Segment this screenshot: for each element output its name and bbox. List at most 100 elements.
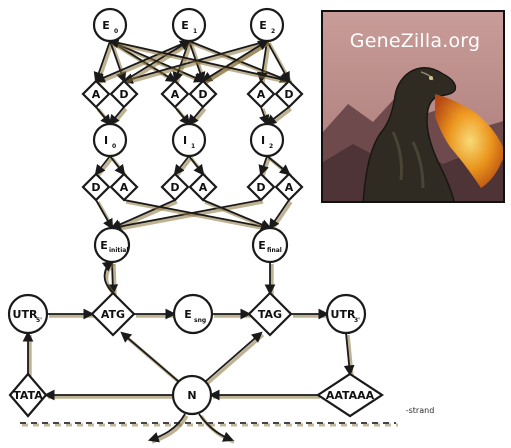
node-tata: TATA [8,372,48,418]
node-utr3: UTR 3' [325,293,367,335]
node-utr5: UTR 5' [7,293,49,335]
edge-arrow [202,39,269,82]
edge-arrow [205,331,263,382]
edge-arrow [109,155,126,176]
node-atg: ATG [90,291,136,337]
edge-arrow [120,331,179,382]
svg-text:D: D [284,88,293,101]
edge-arrow [95,106,112,126]
edge-shadow [175,156,193,178]
node-a-top-3: A [246,79,276,109]
edge-arrow [94,40,190,83]
svg-text:3': 3' [354,317,360,324]
genezilla-logo[interactable]: GeneZilla.org [321,10,505,203]
node-e2: E 2 [249,7,285,43]
svg-text:UTR: UTR [13,308,38,321]
edge-shadow [113,200,264,232]
edge-arrow [110,199,176,230]
edge-shadow [270,201,293,231]
node-tag: TAG [247,291,293,337]
svg-text:AATAAA: AATAAA [326,389,375,402]
svg-text:D: D [170,181,179,194]
edge-arrow [188,155,205,176]
edge-arrow [266,40,291,83]
node-a-top-1: A [81,79,111,109]
node-e-final: E final [251,226,289,264]
svg-text:0: 0 [114,28,118,35]
edge-arrow [108,106,125,126]
svg-text:E: E [259,19,267,32]
edge-shadow [267,107,293,128]
svg-text:A: A [199,181,208,194]
svg-text:1: 1 [193,28,197,35]
svg-text:final: final [267,247,282,254]
node-a-bottom-3: A [274,172,304,202]
svg-text:A: A [120,181,129,194]
svg-text:ATG: ATG [101,308,125,321]
node-d-bottom-3: D [246,172,276,202]
logo-title: GeneZilla.org [349,30,481,52]
edge-arrow [101,260,114,294]
edge-arrow [198,413,235,442]
edge-shadow [206,333,265,385]
svg-text:0: 0 [112,143,116,150]
node-e1: E 1 [171,7,207,43]
svg-text:I: I [104,134,108,147]
node-i1: I 1 [171,122,207,158]
node-d-top-3: D [274,79,304,109]
svg-text:I: I [183,134,187,147]
svg-text:D: D [256,181,265,194]
svg-text:TATA: TATA [13,389,43,402]
svg-text:A: A [171,88,180,101]
svg-text:sng: sng [194,317,206,324]
edge-shadow [96,156,114,178]
svg-text:E: E [258,239,266,252]
edge-arrow [94,155,111,176]
edge-shadow [111,41,292,85]
svg-text:A: A [257,88,266,101]
node-d-bottom-2: D [160,172,190,202]
strand-label: -strand [405,406,435,415]
edge-arrow [147,413,186,443]
node-i0: I 0 [92,122,128,158]
edge-arrow [173,155,190,176]
node-a-bottom-1: A [109,172,139,202]
svg-text:E: E [102,19,110,32]
edge-arrow [202,199,272,230]
edge-arrow [343,332,355,377]
svg-text:1: 1 [191,143,195,150]
svg-text:TAG: TAG [258,308,282,321]
node-e-initial: E initial [93,226,131,264]
svg-text:2: 2 [269,143,273,150]
svg-text:D: D [91,181,100,194]
dinosaur-illustration [323,12,503,201]
node-aataaa: AATAAA [315,372,385,418]
svg-text:E: E [100,239,108,252]
svg-text:E: E [181,19,189,32]
node-n: N [171,374,213,416]
edge-arrow [268,199,290,230]
svg-text:initial: initial [109,247,128,254]
edge-arrow [123,39,191,82]
diagram-edges [22,37,355,444]
node-a-bottom-2: A [188,172,218,202]
node-d-top-2: D [188,79,218,109]
node-i2: I 2 [249,122,285,158]
svg-text:N: N [187,389,196,402]
edge-shadow [190,41,292,85]
edge-arrow [95,199,114,230]
svg-text:E: E [184,308,192,321]
node-e-sng: E sng [172,293,214,335]
svg-text:2: 2 [271,28,275,35]
edge-arrow [107,37,290,82]
edge-arrow [187,106,204,126]
svg-text:D: D [198,88,207,101]
svg-text:UTR: UTR [331,308,356,321]
svg-text:5': 5' [36,317,42,324]
edge-arrow [265,106,290,126]
node-e0: E 0 [92,7,128,43]
edge-arrow [258,155,269,177]
svg-text:A: A [92,88,101,101]
svg-text:I: I [261,134,265,147]
